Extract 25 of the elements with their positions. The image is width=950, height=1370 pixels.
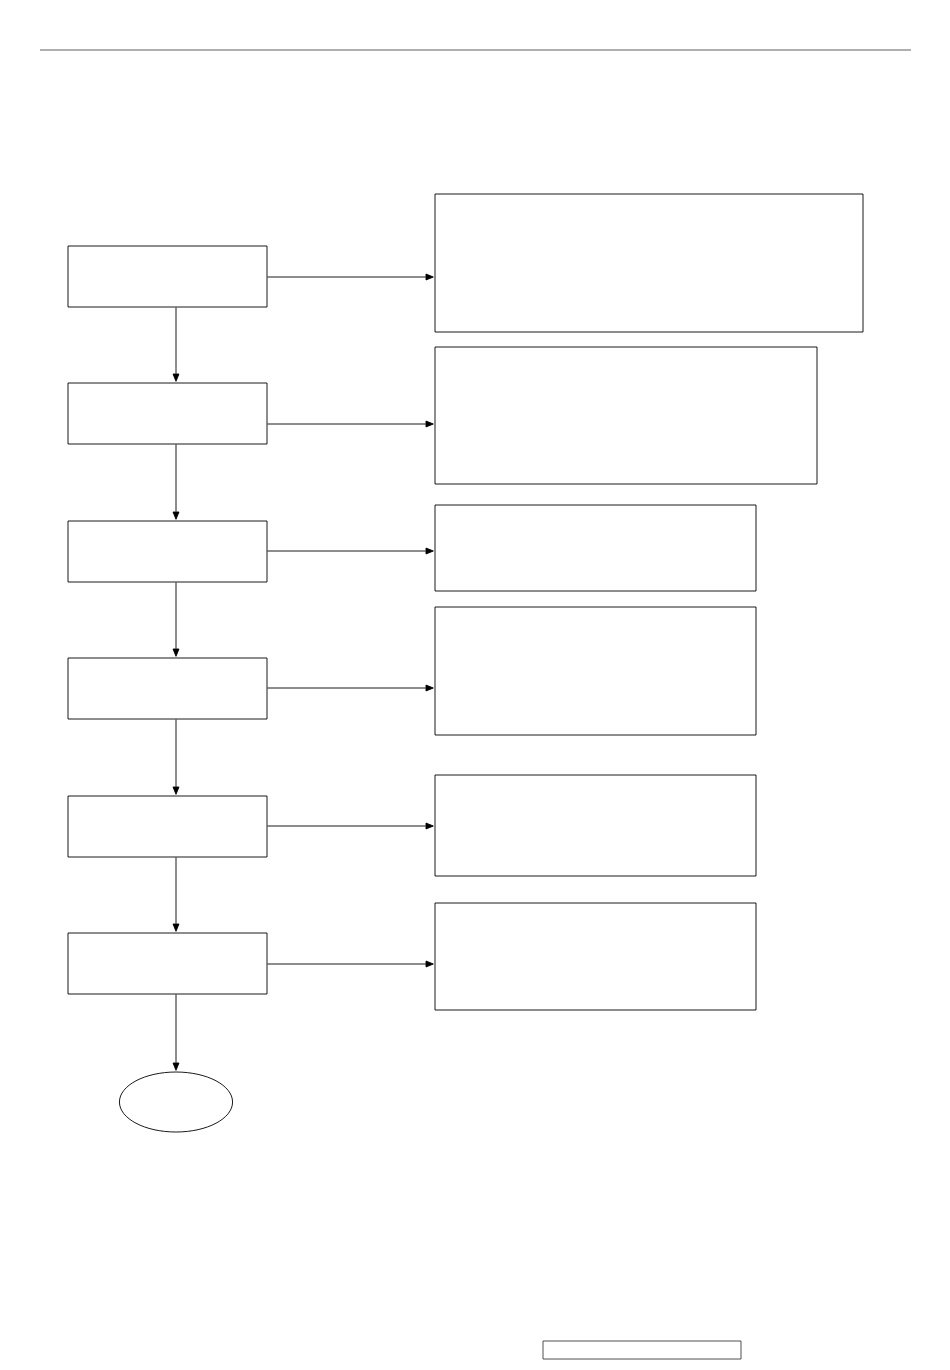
arrow [172,719,180,795]
description-box [434,193,864,333]
arrow [267,420,434,428]
description-box [434,902,757,1011]
description-box [434,606,757,736]
process-box [67,245,268,308]
arrow [267,960,434,968]
process-box [67,795,268,858]
description-box [434,774,757,877]
arrow [172,444,180,520]
arrow [267,273,434,281]
description-box [434,346,818,485]
process-box [67,657,268,720]
process-box [67,382,268,445]
process-box [67,520,268,583]
arrow [267,684,434,692]
arrow [267,822,434,830]
arrow [172,857,180,932]
end-ellipse [119,1071,233,1133]
arrow [172,582,180,657]
description-box [434,504,757,592]
arrow [172,307,180,382]
process-box [67,932,268,995]
arrow [172,994,180,1071]
arrow [267,547,434,555]
